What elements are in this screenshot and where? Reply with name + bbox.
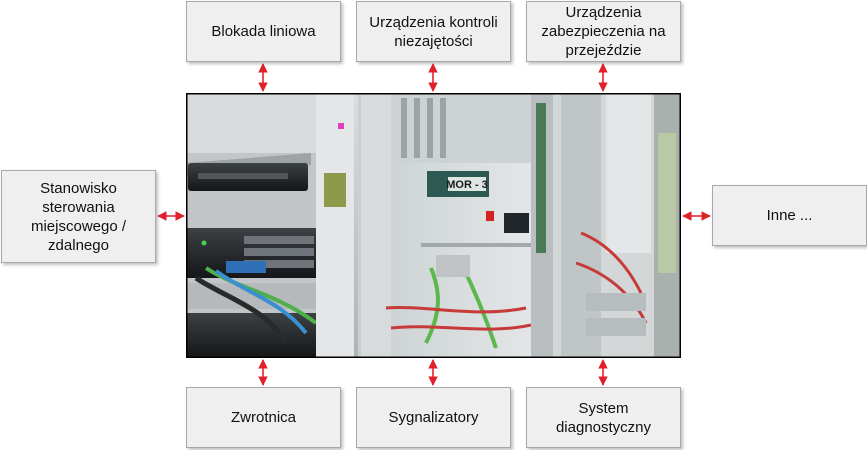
box-urzadzenia-kontroli-niezajetosci: Urządzenia kontroli niezajętości: [356, 1, 511, 62]
box-sygnalizatory: Sygnalizatory: [356, 387, 511, 448]
cabinet-label: MOR - 3: [446, 179, 488, 191]
control-cabinet-photo: MOR - 3: [186, 93, 681, 358]
box-inne: Inne ...: [712, 185, 867, 246]
box-zwrotnica: Zwrotnica: [186, 387, 341, 448]
box-blokada-liniowa: Blokada liniowa: [186, 1, 341, 62]
box-stanowisko-sterowania: Stanowisko sterowania miejscowego / zdal…: [1, 170, 156, 263]
box-system-diagnostyczny: System diagnostyczny: [526, 387, 681, 448]
box-urzadzenia-zabezpieczenia-przejazd: Urządzenia zabezpieczenia na przejeździe: [526, 1, 681, 62]
